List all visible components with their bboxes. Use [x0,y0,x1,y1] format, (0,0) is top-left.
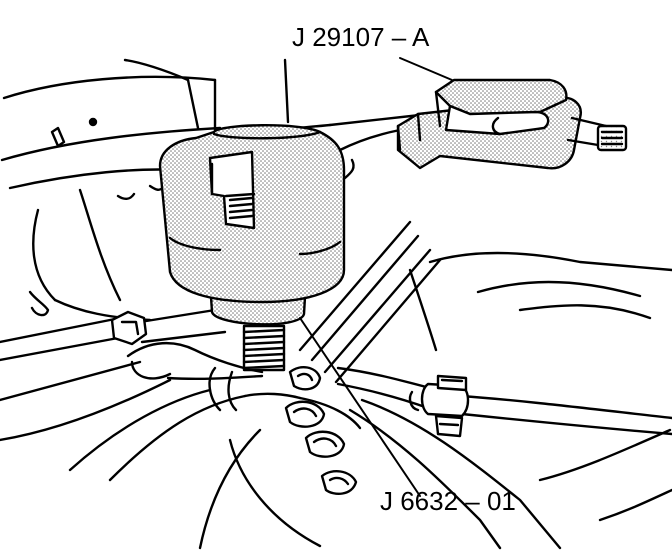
puller-tool-callout: J 29107 – A [292,22,430,52]
adapter-tool-callout: J 6632 – 01 [380,486,516,516]
tie-rod-arm [0,308,227,362]
right-body-lines [408,251,672,522]
puller-leader-line [399,57,453,81]
adapter-leader-line [299,317,421,497]
ball-joint-lugs [284,366,358,495]
stabilizer-rod [336,366,672,438]
puller-tool-body [396,78,628,170]
steering-knuckle [0,341,362,550]
adapter-tool-body [158,124,346,372]
